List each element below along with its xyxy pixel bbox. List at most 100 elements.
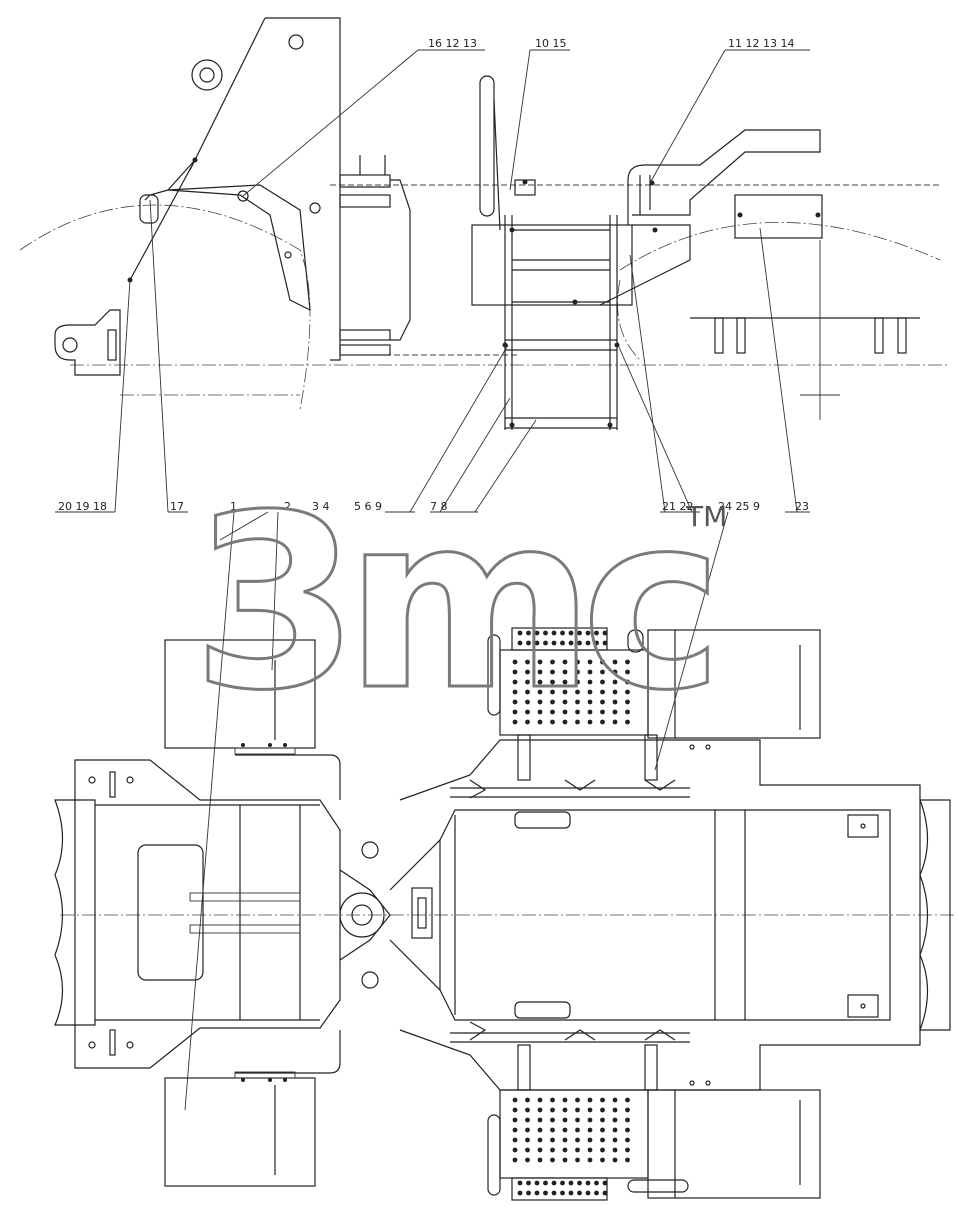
articulation-joint <box>339 838 441 992</box>
perforation-hole <box>587 669 593 675</box>
perforation-hole <box>526 1180 531 1186</box>
perforation-hole <box>512 689 518 695</box>
perforation-hole <box>600 689 605 695</box>
perforation-hole <box>625 689 630 695</box>
perforation-hole <box>575 1107 580 1113</box>
perforation-hole <box>512 699 518 705</box>
perforation-hole <box>568 1180 574 1186</box>
perforation-hole <box>577 1180 582 1186</box>
perforation-hole <box>587 709 593 715</box>
perforation-hole <box>575 689 580 695</box>
perforation-hole <box>526 640 531 646</box>
perforation-hole <box>534 640 540 646</box>
perforation-hole <box>525 679 530 685</box>
perforation-hole <box>587 699 593 705</box>
perforation-hole <box>612 1107 618 1113</box>
perforation-hole <box>587 1127 593 1133</box>
perforation-hole <box>550 1107 555 1113</box>
perforation-hole <box>612 1157 618 1163</box>
frame-side <box>339 155 411 356</box>
perforation-hole <box>543 1190 548 1196</box>
perforation-hole <box>575 1157 580 1163</box>
perforation-hole <box>512 679 518 685</box>
perforation-hole <box>587 1107 593 1113</box>
perforation-hole <box>562 679 568 685</box>
perforation-hole <box>625 659 630 665</box>
perforation-hole <box>550 1127 555 1133</box>
perforation-hole <box>612 659 618 665</box>
perforation-hole <box>525 1107 530 1113</box>
perforation-hole <box>537 669 543 675</box>
perforation-hole <box>585 1190 591 1196</box>
perforation-hole <box>512 1137 518 1143</box>
perforation-hole <box>551 640 557 646</box>
perforation-hole <box>551 630 557 636</box>
perforation-hole <box>602 640 608 646</box>
perforation-hole <box>612 1127 618 1133</box>
perforation-hole <box>512 1127 518 1133</box>
handrail <box>627 129 823 239</box>
perforation-hole <box>600 1157 605 1163</box>
perforation-hole <box>512 659 518 665</box>
perforation-hole <box>602 1190 608 1196</box>
perforation-hole <box>587 689 593 695</box>
battery-box-bottom <box>164 1077 316 1187</box>
perforation-hole <box>562 689 568 695</box>
step-top <box>469 627 821 799</box>
perforation-hole <box>612 679 618 685</box>
perforation-hole <box>512 1107 518 1113</box>
perforation-hole <box>575 709 580 715</box>
perforation-hole <box>512 1097 518 1103</box>
perforation-hole <box>575 1117 580 1123</box>
perforation-hole <box>562 709 568 715</box>
watermark: 3mc TM <box>191 462 728 745</box>
perforation-hole <box>625 1117 630 1123</box>
perforation-hole <box>512 709 518 715</box>
perforation-hole <box>585 1180 591 1186</box>
callout-top-right: 11 12 13 14 <box>728 37 794 50</box>
perforation-hole <box>562 1107 568 1113</box>
perforation-hole <box>625 679 630 685</box>
perforation-hole <box>575 1137 580 1143</box>
callout-7-8: 7 8 <box>430 500 448 513</box>
perforation-hole <box>562 669 568 675</box>
perforation-hole <box>537 709 543 715</box>
perforation-hole <box>543 630 548 636</box>
perforation-hole <box>512 669 518 675</box>
perforation-hole <box>550 709 555 715</box>
perforation-hole <box>543 640 548 646</box>
perforation-hole <box>575 679 580 685</box>
perforation-hole <box>551 1190 557 1196</box>
callout-5-6-9: 5 6 9 <box>354 500 382 513</box>
perforation-hole <box>575 1097 580 1103</box>
perforation-hole <box>612 669 618 675</box>
perforation-hole <box>575 699 580 705</box>
perforation-hole <box>612 699 618 705</box>
watermark-logo: 3mc <box>192 463 709 743</box>
perforation-hole <box>625 1147 630 1153</box>
perforation-hole <box>537 1157 543 1163</box>
perforation-hole <box>550 1137 555 1143</box>
perforation-hole <box>625 1137 630 1143</box>
perforation-hole <box>575 1147 580 1153</box>
perforation-hole <box>550 659 555 665</box>
callout-2: 2 <box>284 500 291 513</box>
perforation-hole <box>550 679 555 685</box>
perforation-hole <box>600 1127 605 1133</box>
perforation-hole <box>600 679 605 685</box>
callout-24-25-9: 24 25 9 <box>718 500 760 513</box>
perforation-hole <box>550 1117 555 1123</box>
perforation-hole <box>587 1157 593 1163</box>
step-ladder <box>471 75 691 430</box>
perforation-hole <box>526 630 531 636</box>
perforation-holes-bottom <box>512 1097 630 1196</box>
perforation-hole <box>525 709 530 715</box>
perforation-hole <box>537 699 543 705</box>
perforation-hole <box>600 669 605 675</box>
perforation-hole <box>587 679 593 685</box>
perforation-hole <box>612 689 618 695</box>
perforation-hole <box>537 689 543 695</box>
perforation-hole <box>525 719 530 725</box>
perforation-hole <box>517 1180 523 1186</box>
perforation-hole <box>537 719 543 725</box>
